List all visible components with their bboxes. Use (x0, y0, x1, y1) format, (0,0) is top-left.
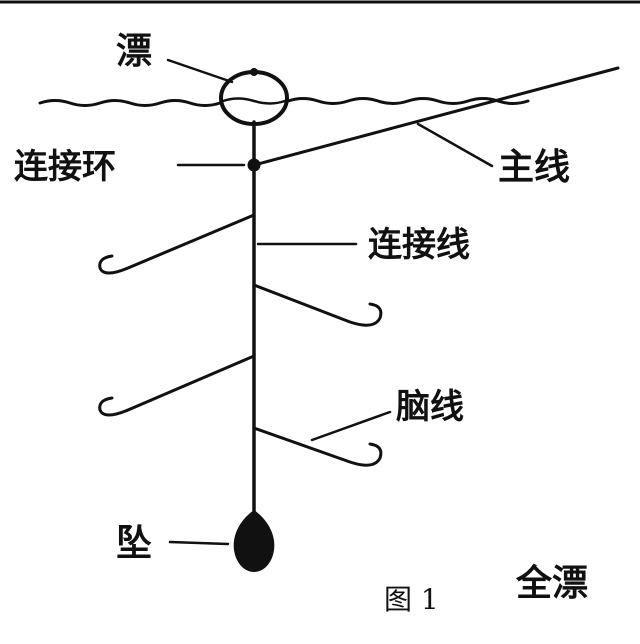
hook-line-1 (98, 213, 256, 275)
hook-line-4 (252, 426, 383, 467)
sinker (233, 510, 275, 572)
connector-ring (247, 158, 261, 172)
connecting-line-label: 连接线 (368, 225, 470, 265)
connector-ring-label: 连接环 (14, 147, 116, 187)
hook-line-2 (252, 283, 383, 327)
hook-line-leader (310, 410, 392, 442)
water-surface-line (38, 97, 530, 107)
float-wave-detail (221, 97, 287, 105)
main-line-leader (416, 122, 494, 168)
main-line-label: 主线 (498, 147, 571, 188)
float-leader-line (166, 58, 234, 84)
sinker-label: 坠 (116, 523, 153, 564)
hook-line-3 (98, 354, 256, 417)
figure-title: 全漂 (516, 563, 589, 604)
main-line (252, 66, 620, 167)
float-label: 漂 (116, 31, 153, 72)
float-cap (250, 68, 258, 76)
figure-caption: 图 1 (384, 583, 439, 616)
sinker-leader (168, 540, 230, 546)
hook-line-label: 脑线 (396, 387, 464, 427)
